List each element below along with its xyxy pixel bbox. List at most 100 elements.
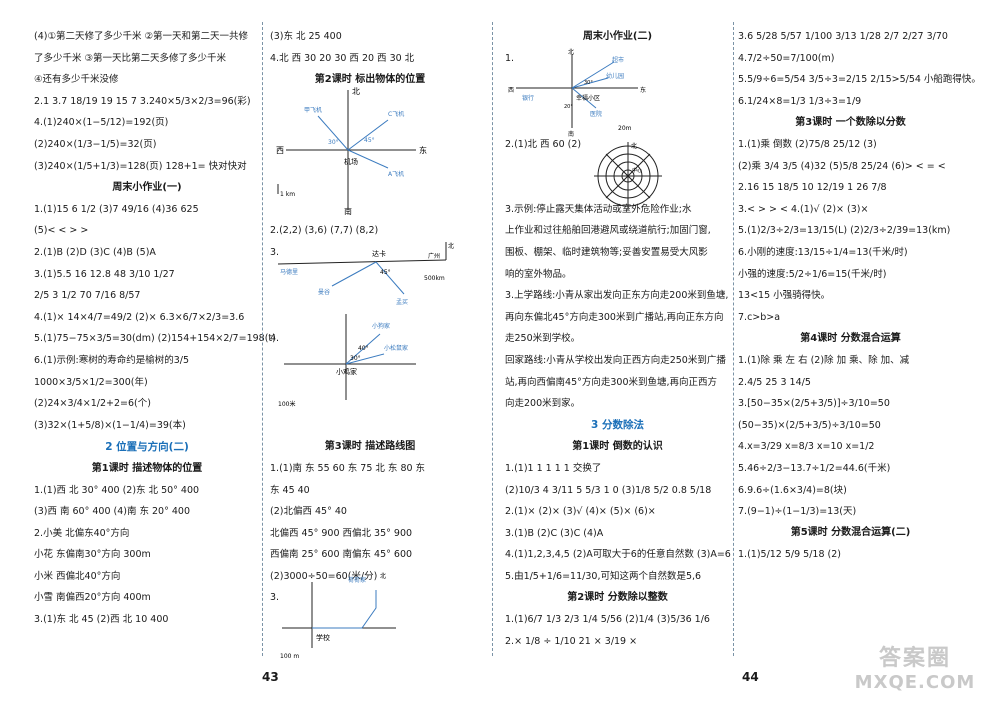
answer-line: 回家路线:小青从学校出发向正西方向走250米到广播 bbox=[505, 354, 726, 366]
answer-line: 6.1/24×8=1/3 1/3÷3=1/9 bbox=[738, 95, 862, 107]
place-label: 荷荷家 bbox=[348, 576, 366, 584]
answer-line: (2)3000÷50=60(米/分) bbox=[270, 570, 378, 582]
answer-line: ④还有多少千米没修 bbox=[34, 74, 119, 86]
answer-line: 北偏西 45° 900 西偏北 35° 900 bbox=[270, 527, 413, 539]
city-label: 孟买 bbox=[396, 298, 408, 306]
answer-line: 13<15 小强骑得快。 bbox=[738, 290, 831, 302]
angle-label: 45° bbox=[364, 137, 375, 144]
answer-line: 3.(1)东 北 45 (2)西 北 10 400 bbox=[34, 614, 169, 626]
west-label: 西 bbox=[508, 87, 514, 94]
city-label: 曼谷 bbox=[318, 288, 330, 296]
unit-heading: 3 分数除法 bbox=[591, 419, 644, 432]
city-label: 广州 bbox=[428, 252, 440, 260]
answer-line: 1.(1)除 乘 左 右 (2)除 加 乘、除 加、减 bbox=[738, 354, 910, 366]
north-label: 北 bbox=[568, 48, 574, 56]
place-label: 幼儿园 bbox=[606, 72, 624, 80]
answer-line: 1.(1)西 北 30° 400 (2)东 北 50° 400 bbox=[34, 484, 200, 496]
answer-line: 2.× 1/8 ÷ 1/10 21 × 3/19 × bbox=[505, 635, 638, 647]
answer-line: (50−35)×(2/5+3/5)÷3/10=50 bbox=[738, 419, 881, 431]
figure-school-route: 荷荷家 北 学校 100 m bbox=[276, 568, 426, 664]
figure-flight-route: 达卡 广州 北 马德里 孟买 曼谷 45° 500km bbox=[276, 238, 466, 312]
answer-line: (3)西 南 60° 400 (4)南 东 20° 400 bbox=[34, 506, 190, 518]
answer-line: (3)东 北 25 400 bbox=[270, 31, 342, 43]
answer-line: 再向东偏北45°方向走300米到广播站,再向正东方向 bbox=[505, 311, 724, 323]
answer-line: 5.46÷2/3−13.7÷1/2=44.6(千米) bbox=[738, 462, 891, 474]
answer-line: (2)24×3/4×1/2+2=6(个) bbox=[34, 398, 151, 410]
south-label: 南 bbox=[344, 206, 352, 216]
section-heading: 第5课时 分数混合运算(二) bbox=[790, 527, 911, 539]
answer-line: 4. bbox=[270, 333, 280, 345]
answer-line: 1.(1)5/12 5/9 5/18 (2) bbox=[738, 549, 841, 561]
answer-line: 小花 东偏南30°方向 300m bbox=[34, 549, 151, 561]
answer-line: (2)240×(1/3−1/5)=32(页) bbox=[34, 139, 157, 151]
page-number-right: 44 bbox=[742, 670, 759, 684]
plane-label: C飞机 bbox=[388, 110, 404, 118]
answer-line: 西偏南 25° 600 南偏东 45° 600 bbox=[270, 549, 413, 561]
answer-column-1: (4)①第二天修了多少千米 ②第一天和第二天一共修了多少千米 ③第一天比第二天多… bbox=[34, 26, 276, 631]
answer-line: 上作业和过往船舶回港避风或绕道航行;加固门窗, bbox=[505, 225, 711, 237]
plane-label: A飞机 bbox=[388, 170, 404, 178]
answer-column-4: 3.6 5/28 5/57 1/100 3/13 1/28 2/7 2/27 3… bbox=[738, 26, 981, 566]
angle-label: 30° bbox=[328, 139, 339, 146]
answer-line: 2.(1)北 西 60 (2) bbox=[505, 139, 582, 151]
answer-line: 4.(1)× 14×4/7=49/2 (2)× 6.3×6/7×2/3=3.6 bbox=[34, 311, 245, 323]
answer-line: 1000×3/5×1/2=300(年) bbox=[34, 376, 148, 388]
answer-line: (5)< < > > bbox=[34, 225, 89, 237]
column-divider bbox=[733, 22, 734, 656]
watermark-logo: 答案圈 MXQE.COM bbox=[854, 646, 976, 693]
answer-column-3: 周末小作业(二)1.2.(1)北 西 60 (2)3.示例:停止露天集体活动或室… bbox=[505, 26, 731, 652]
answer-line: 4.x=3/29 x=8/3 x=10 x=1/2 bbox=[738, 441, 875, 453]
answer-line: (3)240×(1/5+1/3)=128(页) 128+1= 快对快对 bbox=[34, 160, 247, 172]
answer-line: 3.(1)B (2)C (3)C (4)A bbox=[505, 527, 604, 539]
answer-line: 站,再向西偏南45°方向走300米到鱼塘,再向正西方 bbox=[505, 376, 718, 388]
north-label: 北 bbox=[448, 242, 454, 250]
figure-neighborhood: 北 南 东 西 超市 幼儿园 银行 医院 幸福小区 20° 30° 20m bbox=[508, 48, 658, 142]
answer-line: 东 45 40 bbox=[270, 484, 310, 496]
answer-line: 1.(1)1 1 1 1 1 交换了 bbox=[505, 462, 602, 474]
east-label: 东 bbox=[640, 86, 646, 94]
answer-line: 2.小美 北偏东40°方向 bbox=[34, 527, 130, 539]
south-label: 南 bbox=[568, 130, 574, 138]
answer-line: 2.16 15 18/5 10 12/19 1 26 7/8 bbox=[738, 182, 887, 194]
answer-line: 3.6 5/28 5/57 1/100 3/13 1/28 2/7 2/27 3… bbox=[738, 31, 948, 43]
place-label: 超市 bbox=[612, 56, 624, 64]
answer-line: 2.(1)B (2)D (3)C (4)B (5)A bbox=[34, 246, 156, 258]
answer-line: 4.(1)240×(1−5/12)=192(页) bbox=[34, 117, 169, 129]
airport-label: 机场 bbox=[344, 157, 358, 166]
checkpoint-label: 达卡 bbox=[372, 249, 386, 258]
answer-line: 1.(1)南 东 55 60 东 75 北 东 80 东 bbox=[270, 462, 426, 474]
answer-line: 2.1 3.7 18/19 19 15 7 3.240×5/3×2/3=96(彩… bbox=[34, 95, 251, 107]
answer-line: 2/5 3 1/2 70 7/16 8/57 bbox=[34, 290, 141, 302]
section-heading: 第4课时 分数混合运算 bbox=[800, 333, 901, 345]
plane-label: 甲飞机 bbox=[304, 106, 322, 114]
answer-line: 1. bbox=[505, 52, 515, 64]
answer-line: 小米 西偏北40°方向 bbox=[34, 570, 121, 582]
column-divider bbox=[262, 22, 263, 656]
answer-line: 1.(1)15 6 1/2 (3)7 49/16 (4)36 625 bbox=[34, 203, 199, 215]
center-label: 中心 bbox=[632, 167, 642, 174]
section-heading: 周末小作业(一) bbox=[112, 181, 182, 193]
answer-line: 5.由1/5+1/6=11/30,可知这两个自然数是5,6 bbox=[505, 570, 702, 582]
place-label: 学校 bbox=[316, 633, 330, 642]
answer-line: 走250米到学校。 bbox=[505, 333, 581, 345]
place-label: 医院 bbox=[590, 110, 602, 118]
scale-label: 500km bbox=[424, 275, 445, 282]
section-heading: 第3课时 一个数除以分数 bbox=[795, 117, 906, 129]
answer-line: 围板、棚架、临时建筑物等;妥善安置易受大风影 bbox=[505, 246, 708, 258]
answer-line: 1.(1)乘 倒数 (2)75/8 25/12 (3) bbox=[738, 139, 877, 151]
angle-label: 30° bbox=[350, 355, 361, 362]
answer-line: 小雪 南偏西20°方向 400m bbox=[34, 592, 151, 604]
answer-line: (4)①第二天修了多少千米 ②第一天和第二天一共修 bbox=[34, 31, 249, 43]
page-gutter bbox=[492, 22, 493, 656]
scale-label: 100 m bbox=[280, 653, 299, 660]
answer-line: 1.(1)6/7 1/3 2/3 1/4 5/56 (2)1/4 (3)5/36… bbox=[505, 614, 710, 626]
figure-airport-compass: 北 南 东 西 甲飞机 C飞机 A飞机 机场 30° 45° 1 km bbox=[276, 84, 436, 218]
answer-line: 6.小刚的速度:13/15÷1/4=13(千米/时) bbox=[738, 246, 908, 258]
answer-line: 3.(1)5.5 16 12.8 48 3/10 1/27 bbox=[34, 268, 175, 280]
answer-line: 7.(9−1)÷(1−1/3)=13(天) bbox=[738, 506, 857, 518]
answer-line: 4.(1)1,2,3,4,5 (2)A可取大于6的任意自然数 (3)A=6 bbox=[505, 549, 731, 561]
answer-line: 6.9.6÷(1.6×3/4)=8(块) bbox=[738, 484, 847, 496]
place-label: 幸福小区 bbox=[576, 94, 600, 102]
section-heading: 第1课时 描述物体的位置 bbox=[91, 462, 203, 474]
